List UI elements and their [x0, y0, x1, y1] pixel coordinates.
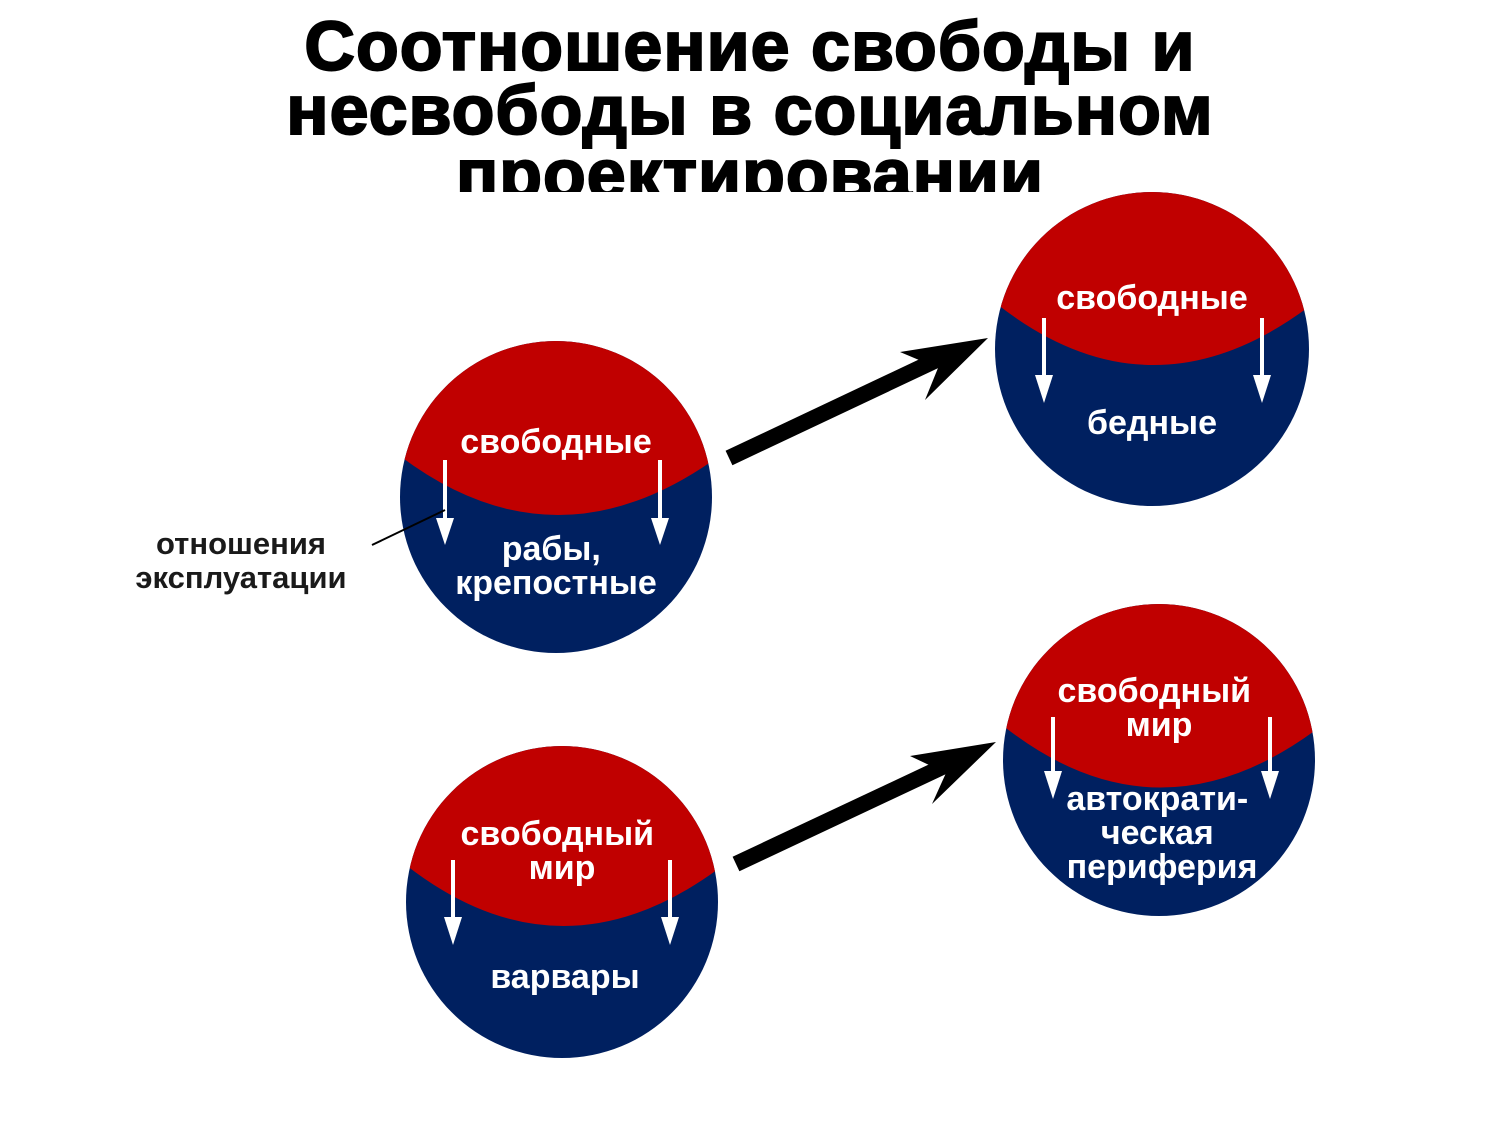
annotation-pointer-line [371, 509, 446, 546]
circle-slaves-bottom-label-1: рабы, [502, 530, 601, 568]
exploitation-arrow-left [444, 860, 462, 945]
svg-text:автократи- ческая: автократи- ческая периферия [1066, 780, 1257, 886]
circle-poor: свободные бедные [995, 192, 1309, 506]
annotation-line-2: эксплуатации [135, 560, 347, 595]
circle-slaves-top-label: свободные [460, 423, 652, 461]
circle-slaves: свободные рабы, крепостные [400, 341, 712, 653]
svg-text:рабы, крепостные: рабы, крепостные [455, 530, 657, 602]
title-line-1: Соотношение свободы и [303, 14, 1196, 85]
circle-poor-top-label: свободные [1056, 279, 1248, 317]
circle-periphery-top-label-2: мир [1126, 706, 1193, 744]
transition-arrow-upper [725, 338, 988, 466]
svg-text:свободный мир: свободный мир [1058, 672, 1261, 744]
exploitation-arrow-right [661, 860, 679, 945]
circle-periphery-top-half [1003, 604, 1315, 788]
circle-periphery-bottom-label-1: автократи- [1066, 780, 1248, 818]
svg-text:свободные: свободные [460, 423, 652, 461]
annotation-line-1: отношения [156, 526, 326, 561]
circle-periphery-bottom-label-3: периферия [1067, 848, 1258, 886]
circle-barbarians-top-label-1: свободный [461, 815, 655, 853]
exploitation-annotation: отношения эксплуатации [112, 527, 370, 595]
circle-barbarians-bottom-label: варвары [490, 958, 639, 996]
exploitation-arrow-right [1261, 717, 1279, 799]
svg-text:свободные: свободные [1056, 279, 1248, 317]
exploitation-arrow-right [651, 460, 669, 545]
circle-barbarians: свободный мир варвары [406, 746, 718, 1058]
title-line-3: проектировании [455, 135, 1044, 192]
svg-text:варвары: варвары [490, 958, 639, 996]
circle-barbarians-top-half [406, 746, 718, 926]
circle-barbarians-top-label-2: мир [529, 849, 596, 887]
exploitation-arrow-left [1035, 318, 1053, 403]
circle-slaves-bottom-label-2: крепостные [455, 564, 657, 602]
page-title: Соотношение свободы и несвободы в социал… [0, 14, 1500, 192]
exploitation-arrow-left [436, 460, 454, 545]
circle-poor-top-half [995, 192, 1309, 365]
exploitation-arrow-left [1044, 717, 1062, 799]
transition-arrow-lower [732, 742, 996, 872]
svg-text:бедные: бедные [1087, 404, 1217, 442]
circle-slaves-top-half [400, 341, 712, 515]
circle-poor-bottom-label: бедные [1087, 404, 1217, 442]
title-line-2: несвободы в социальном [285, 71, 1214, 149]
circle-periphery-bottom-label-2: ческая [1101, 814, 1214, 852]
circle-periphery: свободный мир автократи- ческая перифери… [1003, 604, 1315, 916]
svg-text:свободный мир: свободный мир [461, 815, 664, 887]
exploitation-arrow-right [1253, 318, 1271, 403]
circle-periphery-top-label-1: свободный [1058, 672, 1252, 710]
